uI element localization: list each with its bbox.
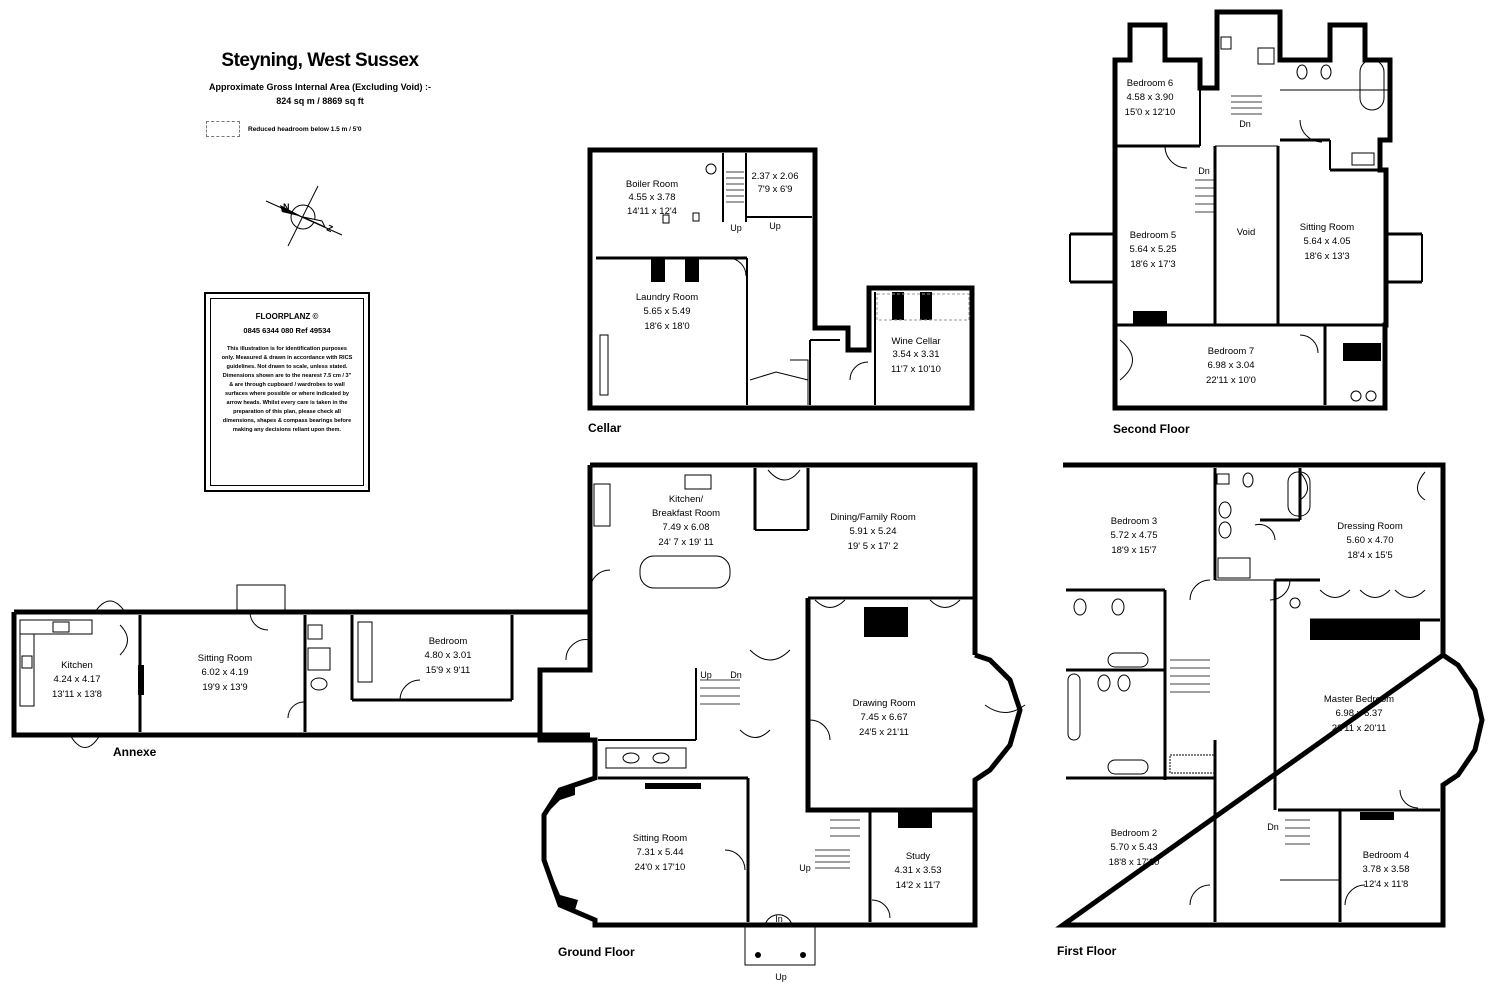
void-label: Void xyxy=(1237,227,1256,238)
boiler-room-imperial: 14'11 x 12'4 xyxy=(627,206,677,217)
bedroom2-imperial: 18'8 x 17'10 xyxy=(1109,857,1160,868)
ground-up-label-stairs: Up xyxy=(700,670,712,680)
boiler-room-metric: 4.55 x 3.78 xyxy=(628,192,675,203)
cellar-plan xyxy=(587,147,975,411)
dressing-room-name: Dressing Room xyxy=(1337,521,1403,532)
area-subtitle: Approximate Gross Internal Area (Excludi… xyxy=(208,82,432,92)
second-dn-label-2: Dn xyxy=(1198,166,1210,176)
drawing-room-metric: 7.45 x 6.67 xyxy=(860,712,907,723)
brand-phone-ref: 0845 6344 080 Ref 49534 xyxy=(243,326,331,335)
kitchen-breakfast-name-1: Kitchen/ xyxy=(669,494,704,505)
ground-floor-plan xyxy=(537,462,1026,966)
ground-sitting-imperial: 24'0 x 17'10 xyxy=(635,862,686,873)
study-imperial: 14'2 x 11'7 xyxy=(896,880,941,891)
svg-text:Z: Z xyxy=(325,223,335,235)
boiler-room-name: Boiler Room xyxy=(626,179,678,190)
ground-up-label-hall: Up xyxy=(799,863,811,873)
bedroom2-metric: 5.70 x 5.43 xyxy=(1110,842,1157,853)
annexe-bedroom-metric: 4.80 x 3.01 xyxy=(424,650,471,661)
bedroom3-imperial: 18'9 x 15'7 xyxy=(1111,545,1156,556)
ground-sitting-name: Sitting Room xyxy=(633,833,687,844)
entrance-in-label: In xyxy=(775,914,783,924)
plan-header: Steyning, West Sussex Approximate Gross … xyxy=(150,50,490,108)
bedroom7-name: Bedroom 7 xyxy=(1208,346,1254,357)
kitchen-breakfast-metric: 7.49 x 6.08 xyxy=(662,522,709,533)
laundry-room-name: Laundry Room xyxy=(636,292,698,303)
master-bedroom-name: Master Bedroom xyxy=(1324,694,1394,705)
ground-sitting-metric: 7.31 x 5.44 xyxy=(636,847,683,858)
compass-icon: N Z xyxy=(265,185,343,247)
first-floor-plan xyxy=(1055,462,1485,928)
bedroom4-metric: 3.78 x 3.58 xyxy=(1362,864,1409,875)
annexe-bedroom-name: Bedroom xyxy=(429,636,468,647)
annexe-plan xyxy=(11,584,590,748)
study-name: Study xyxy=(906,851,931,862)
legend-text: Reduced headroom below 1.5 m / 5'0 xyxy=(248,125,362,133)
ground-floor-label: Ground Floor xyxy=(558,945,635,959)
annexe-kitchen-imperial: 13'11 x 13'8 xyxy=(52,689,102,700)
bedroom7-imperial: 22'11 x 10'0 xyxy=(1206,375,1256,386)
master-bedroom-imperial: 22'11 x 20'11 xyxy=(1332,723,1387,734)
brand-name: FLOORPLANZ © xyxy=(255,312,319,321)
headroom-legend: Reduced headroom below 1.5 m / 5'0 xyxy=(206,121,362,137)
bedroom3-metric: 5.72 x 4.75 xyxy=(1110,530,1157,541)
wine-cellar-metric: 3.54 x 3.31 xyxy=(892,349,939,360)
bedroom4-imperial: 12'4 x 11'8 xyxy=(1364,879,1409,890)
bedroom6-imperial: 15'0 x 12'10 xyxy=(1125,107,1176,118)
bedroom4-name: Bedroom 4 xyxy=(1363,850,1409,861)
drawing-room-imperial: 24'5 x 21'11 xyxy=(859,727,909,738)
second-dn-label: Dn xyxy=(1239,119,1251,129)
first-floor-label: First Floor xyxy=(1057,944,1117,958)
bedroom6-metric: 4.58 x 3.90 xyxy=(1126,92,1173,103)
dressing-room-imperial: 18'4 x 15'5 xyxy=(1347,550,1392,561)
plan-title: Steyning, West Sussex xyxy=(221,50,419,71)
master-bedroom-metric: 6.98 x 6.37 xyxy=(1335,708,1382,719)
bedroom6-name: Bedroom 6 xyxy=(1127,78,1173,89)
dressing-room-metric: 5.60 x 4.70 xyxy=(1346,535,1393,546)
second-floor-label: Second Floor xyxy=(1113,422,1190,436)
compass-north-label: N xyxy=(283,202,290,212)
annexe-bedroom-imperial: 15'9 x 9'11 xyxy=(426,665,471,676)
cellar-floor-label: Cellar xyxy=(588,421,622,435)
cellar-up-label: Up xyxy=(730,223,742,233)
wine-cellar-imperial: 11'7 x 10'10 xyxy=(891,364,941,375)
bedroom7-metric: 6.98 x 3.04 xyxy=(1207,360,1254,371)
kitchen-breakfast-name-2: Breakfast Room xyxy=(652,508,720,519)
annexe-kitchen-metric: 4.24 x 4.17 xyxy=(53,674,100,685)
first-dn-label: Dn xyxy=(1267,822,1279,832)
disclaimer-text: This illustration is for identification … xyxy=(221,346,353,433)
annexe-kitchen-name: Kitchen xyxy=(61,660,93,671)
annexe-sitting-metric: 6.02 x 4.19 xyxy=(201,667,248,678)
annexe-sitting-imperial: 19'9 x 13'9 xyxy=(202,682,247,693)
annexe-sitting-name: Sitting Room xyxy=(198,653,252,664)
laundry-room-imperial: 18'6 x 18'0 xyxy=(644,321,689,332)
kitchen-breakfast-imperial: 24' 7 x 19' 11 xyxy=(658,537,713,548)
bedroom5-imperial: 18'6 x 17'3 xyxy=(1130,259,1175,270)
laundry-room-metric: 5.65 x 5.49 xyxy=(643,306,690,317)
dining-room-name: Dining/Family Room xyxy=(830,512,916,523)
ground-dn-label-stairs: Dn xyxy=(730,670,742,680)
bedroom3-name: Bedroom 3 xyxy=(1111,516,1157,527)
second-sitting-name: Sitting Room xyxy=(1300,222,1354,233)
legend-swatch xyxy=(206,121,240,137)
bedroom2-name: Bedroom 2 xyxy=(1111,828,1157,839)
cellar-store-metric: 2.37 x 2.06 xyxy=(751,171,798,182)
dining-room-imperial: 19' 5 x 17' 2 xyxy=(848,541,899,552)
bedroom5-name: Bedroom 5 xyxy=(1130,230,1176,241)
second-sitting-imperial: 18'6 x 13'3 xyxy=(1304,251,1349,262)
second-floor-plan xyxy=(1069,9,1423,411)
dining-room-metric: 5.91 x 5.24 xyxy=(849,526,896,537)
area-value: 824 sq m / 8869 sq ft xyxy=(276,96,364,106)
drawing-room-name: Drawing Room xyxy=(853,698,916,709)
wine-cellar-name: Wine Cellar xyxy=(891,336,940,347)
study-metric: 4.31 x 3.53 xyxy=(894,865,941,876)
ground-up-label-entrance: Up xyxy=(775,972,787,982)
cellar-store-imperial: 7'9 x 6'9 xyxy=(758,184,793,195)
second-sitting-metric: 5.64 x 4.05 xyxy=(1303,236,1350,247)
cellar-up-label-2: Up xyxy=(769,221,781,231)
annexe-floor-label: Annexe xyxy=(113,745,157,759)
bedroom5-metric: 5.64 x 5.25 xyxy=(1129,244,1176,255)
